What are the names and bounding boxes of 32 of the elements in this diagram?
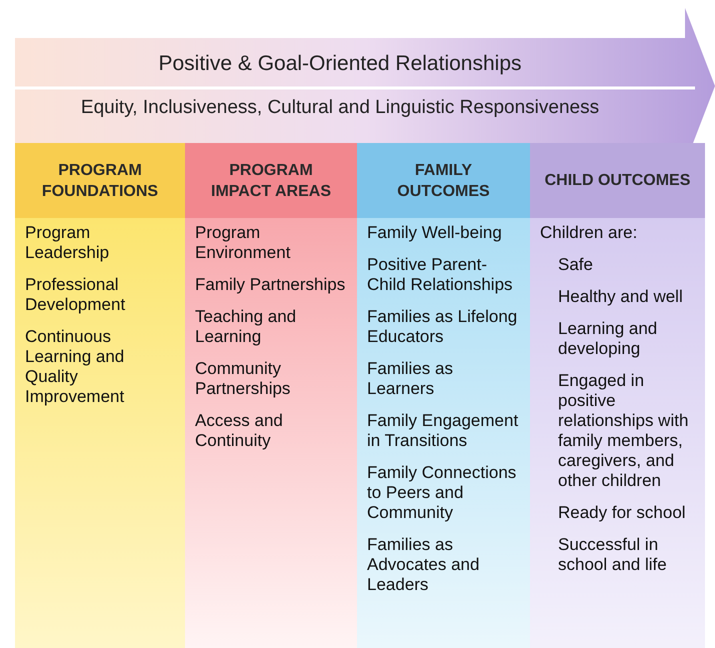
column-panel [185, 143, 357, 648]
list-item: Families as Learners [367, 359, 454, 399]
list-item: Program Environment [195, 223, 292, 263]
list-item: Family Partnerships [195, 275, 346, 295]
list-item: Children are: [540, 223, 638, 243]
list-item: Access and Continuity [195, 411, 284, 451]
list-item: Family Well-being [367, 223, 503, 243]
column-header: FAMILY OUTCOMES [357, 143, 530, 218]
column-header: CHILD OUTCOMES [530, 143, 705, 218]
band-title: Equity, Inclusiveness, Cultural and Linguistic Responsiveness [80, 97, 600, 119]
column-panel [530, 143, 705, 648]
list-item: Program Leadership [25, 223, 110, 263]
band-title: Positive & Goal-Oriented Relationships [157, 52, 522, 76]
list-item: Teaching and Learning [195, 307, 298, 347]
list-item: Engaged in positive relationships with family members, caregivers, and other children [558, 371, 690, 491]
column-panel [15, 143, 185, 648]
list-item: Families as Lifelong Educators [367, 307, 518, 347]
column-header: PROGRAM IMPACT AREAS [185, 143, 357, 218]
list-item: Professional Development [25, 275, 126, 315]
list-item: Continuous Learning and Quality Improvement [25, 327, 126, 407]
list-item: Positive Parent-Child Relationships [367, 255, 514, 295]
column-header: PROGRAM FOUNDATIONS [15, 143, 185, 218]
list-item: Learning and developing [558, 319, 658, 359]
list-item: Community Partnerships [195, 359, 292, 399]
list-item: Family Engagement in Transitions [367, 411, 520, 451]
list-item: Healthy and well [558, 287, 684, 307]
list-item: Safe [558, 255, 594, 275]
list-item: Families as Advocates and Leaders [367, 535, 480, 595]
list-item: Successful in school and life [558, 535, 668, 575]
column-panel [357, 143, 530, 648]
list-item: Ready for school [558, 503, 687, 523]
list-item: Family Connections to Peers and Community [367, 463, 518, 523]
